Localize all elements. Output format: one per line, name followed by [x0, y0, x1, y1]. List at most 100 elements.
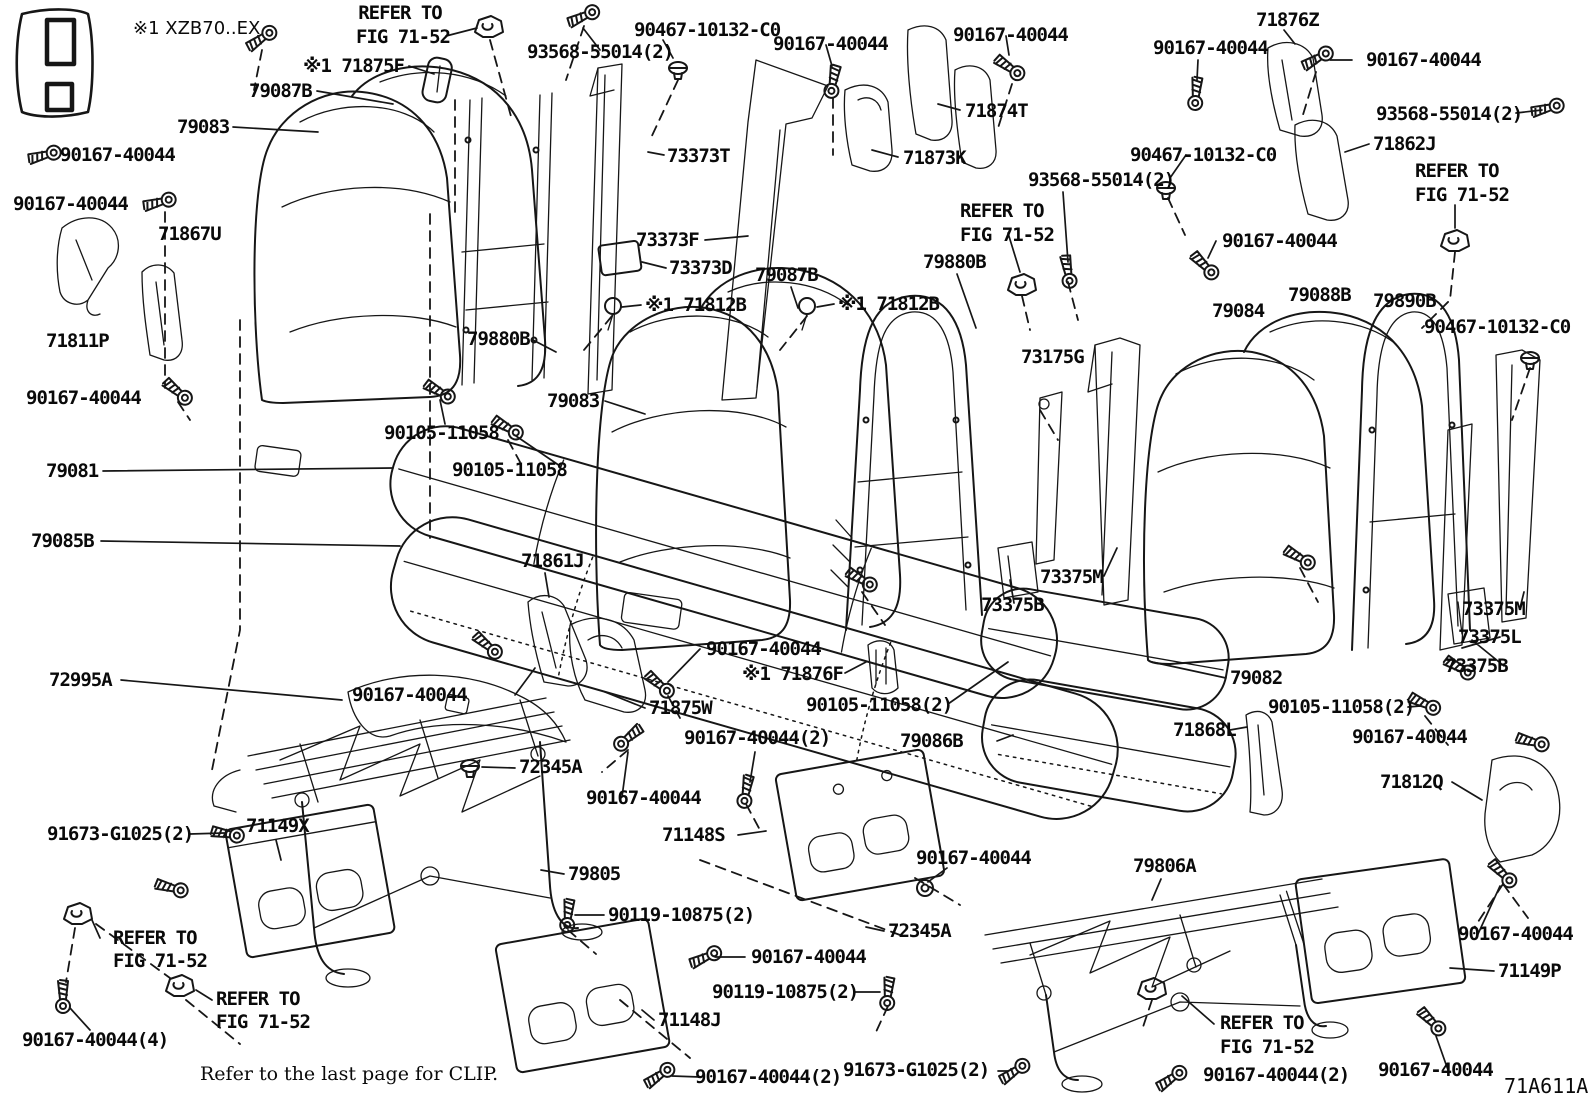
part-label: 71875W [649, 697, 713, 719]
part-label: 90167-40044(2) [684, 727, 830, 749]
clamp-icon [474, 15, 504, 38]
screw-icon [610, 720, 647, 755]
part-label: 79880B [923, 251, 986, 273]
legend-note: ※1 XZB70..EX [133, 18, 260, 39]
part-label: 73375B [981, 594, 1044, 616]
part-label: 71867U [158, 223, 221, 245]
part-label: ※1 71812B [645, 294, 747, 316]
part-label: FIG 71-52 [1415, 184, 1509, 206]
part-label: 91673-G1025(2) [47, 823, 193, 845]
part-label: 90167-40044 [1458, 923, 1573, 945]
screw-icon [1414, 1004, 1450, 1040]
screw-icon [1057, 253, 1079, 290]
seat-back-frame-middle [830, 294, 1141, 631]
screw-icon [25, 143, 64, 168]
part-label: 90467-10132-C0 [634, 19, 781, 41]
screw-icon [1187, 248, 1223, 284]
part-label: 73175G [1021, 346, 1084, 368]
part-label: 71874T [965, 100, 1028, 122]
screw-icon [641, 1059, 679, 1092]
part-label: 93568-55014(2) [527, 41, 673, 63]
assembly-dashed-lines [65, 25, 1531, 1059]
part-label: REFER TO [216, 988, 300, 1010]
part-label: FIG 71-52 [1220, 1036, 1314, 1058]
part-label: 93568-55014(2) [1376, 103, 1522, 125]
part-label: 91673-G1025(2) [843, 1059, 989, 1081]
part-label: 79084 [1212, 300, 1265, 322]
part-label: 90167-40044 [13, 193, 128, 215]
part-label: 71811P [46, 330, 109, 352]
leader-lines [69, 27, 1543, 1078]
screw-icon [1153, 1062, 1191, 1095]
part-label: 71812Q [1380, 771, 1443, 793]
part-label: 73375M [1040, 566, 1103, 588]
clip-icon [668, 61, 688, 80]
part-label: 72345A [888, 920, 952, 942]
part-label: REFER TO [1415, 160, 1499, 182]
screw-icon [822, 63, 844, 100]
part-label: 73373F [636, 229, 699, 251]
part-label: 90119-10875(2) [712, 981, 858, 1003]
part-label: ※1 71875F [303, 55, 405, 77]
diagram-line-art [15, 1, 1567, 1095]
part-label: 90167-40044 [916, 847, 1031, 869]
part-label: 79087B [249, 80, 312, 102]
part-label: REFER TO [960, 200, 1044, 222]
part-label: 90167-40044(4) [22, 1029, 168, 1051]
part-label: 79880B [467, 328, 530, 350]
screw-icon [469, 628, 506, 663]
part-label: 79083 [547, 390, 600, 412]
part-label: FIG 71-52 [356, 26, 450, 48]
part-label: 90167-40044 [1153, 37, 1268, 59]
part-label: 90167-40044 [751, 946, 866, 968]
seat-track-frame-79806A [984, 878, 1349, 1093]
part-label: 90167-40044(2) [695, 1066, 841, 1088]
part-label: 93568-55014(2) [1028, 169, 1174, 191]
part-label: 90105-11058(2) [1268, 696, 1414, 718]
part-label: 79087B [755, 264, 818, 286]
part-label: 71862J [1373, 133, 1436, 155]
part-label: FIG 71-52 [960, 224, 1054, 246]
cover-71876Z [1266, 41, 1323, 137]
part-label: 73373T [667, 145, 730, 167]
part-label: REFER TO [358, 2, 442, 24]
part-label: ※1 71812B [838, 293, 940, 315]
part-label: 73375L [1458, 626, 1521, 648]
cover-71875W [568, 617, 647, 713]
part-label: 90119-10875(2) [608, 904, 754, 926]
part-label: 71148J [658, 1009, 721, 1031]
clamp-icon [1440, 229, 1470, 252]
part-label: 90167-40044 [1378, 1059, 1493, 1081]
bracket-71876F [867, 640, 899, 695]
part-label: 79083 [177, 116, 230, 138]
part-label: 90105-11058 [452, 459, 567, 481]
part-label: 90167-40044 [1366, 49, 1481, 71]
screw-icon [1528, 96, 1567, 121]
seat-back-left-pair [253, 56, 547, 477]
seat-back-frame-left [461, 59, 829, 401]
part-label: 79806A [1133, 855, 1197, 877]
cover-71874T [843, 84, 893, 172]
seat-track-frame-79805 [211, 697, 603, 988]
clip-note: Refer to the last page for CLIP. [200, 1063, 498, 1085]
part-label: 79082 [1230, 667, 1282, 689]
clamp-icon [165, 974, 195, 997]
part-label: REFER TO [113, 927, 197, 949]
part-label: 90105-11058 [384, 422, 499, 444]
part-label: 79088B [1288, 284, 1351, 306]
part-label: REFER TO [1220, 1012, 1304, 1034]
bench-cushion-79085B [389, 516, 1119, 820]
part-label: 79086B [900, 730, 963, 752]
seat-back-frame-right-79890B [1351, 292, 1541, 651]
screw-icon [641, 667, 678, 702]
figure-code: 71A611A [1504, 1074, 1588, 1098]
part-label: ※1 71876F [742, 663, 844, 685]
part-label: 90167-40044 [953, 24, 1068, 46]
shield-panel-71149P [1285, 858, 1467, 1005]
part-label: 90167-40044 [352, 684, 467, 706]
part-label: 90167-40044 [60, 144, 175, 166]
screw-icon [140, 190, 179, 215]
shield-panel-71148S [774, 748, 945, 902]
